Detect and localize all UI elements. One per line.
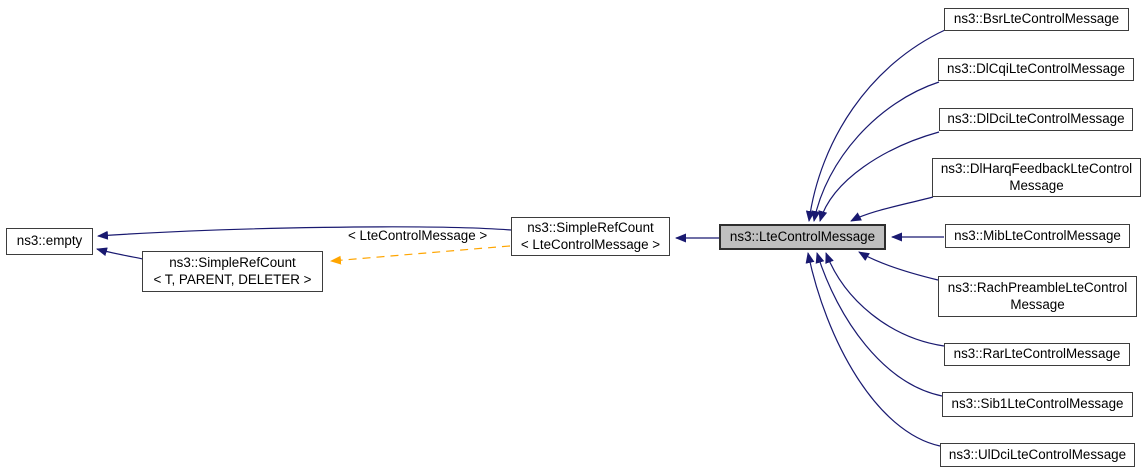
class-node-label-line1: ns3::SimpleRefCount <box>169 254 296 270</box>
class-node-label: ns3::Sib1LteControlMessage <box>951 396 1124 412</box>
class-node-ns3-simplerefcount-ltecontrolmessage[interactable]: ns3::SimpleRefCount < LteControlMessage … <box>511 217 670 256</box>
class-node-label: ns3::empty <box>16 233 83 249</box>
template-edge-label: < LteControlMessage > <box>348 228 488 243</box>
class-node-label-line1: ns3::SimpleRefCount <box>527 219 654 235</box>
edge-template-instantiation <box>330 245 511 265</box>
edge-simplerefcountgeneric-to-empty <box>96 247 144 260</box>
class-node-ns3-ltecontrolmessage-focus: ns3::LteControlMessage <box>719 224 886 250</box>
edge-sib1-to-ltecontrolmessage <box>815 252 943 397</box>
class-node-label-line2: < LteControlMessage > <box>520 236 661 252</box>
class-node-ns3-uldciltecontrolmessage[interactable]: ns3::UlDciLteControlMessage <box>940 443 1135 467</box>
edge-rach-to-ltecontrolmessage <box>858 251 939 281</box>
edge-bsr-to-ltecontrolmessage <box>805 29 946 222</box>
edge-dlcqi-to-ltecontrolmessage <box>811 81 940 222</box>
class-node-label: ns3::RarLteControlMessage <box>953 346 1121 362</box>
class-node-ns3-rarltecontrolmessage[interactable]: ns3::RarLteControlMessage <box>944 343 1130 366</box>
class-node-ns3-mibltecontrolmessage[interactable]: ns3::MibLteControlMessage <box>945 224 1130 248</box>
class-node-label-line2: < T, PARENT, DELETER > <box>153 271 312 287</box>
class-node-label-line1: ns3::DlHarqFeedbackLteControl <box>940 160 1133 176</box>
class-node-ns3-sib1ltecontrolmessage[interactable]: ns3::Sib1LteControlMessage <box>942 392 1133 417</box>
edge-dldci-to-ltecontrolmessage <box>818 131 940 222</box>
class-node-label: ns3::DlCqiLteControlMessage <box>947 61 1125 77</box>
class-node-label-line2: Message <box>1010 296 1065 312</box>
class-node-ns3-dlcqiltecontrolmessage[interactable]: ns3::DlCqiLteControlMessage <box>938 58 1134 81</box>
edge-rar-to-ltecontrolmessage <box>825 252 945 347</box>
class-node-label-line2: Message <box>1009 177 1064 193</box>
class-node-ns3-bsrltecontrolmessage[interactable]: ns3::BsrLteControlMessage <box>944 8 1129 31</box>
class-node-label-line1: ns3::RachPreambleLteControl <box>947 279 1128 295</box>
class-node-ns3-dldciltecontrolmessage[interactable]: ns3::DlDciLteControlMessage <box>939 108 1133 131</box>
edge-uldci-to-ltecontrolmessage <box>805 252 941 447</box>
class-node-label: ns3::MibLteControlMessage <box>954 227 1121 243</box>
class-node-label: ns3::LteControlMessage <box>729 228 876 244</box>
class-node-ns3-empty[interactable]: ns3::empty <box>6 228 93 255</box>
class-node-ns3-simplerefcount-generic[interactable]: ns3::SimpleRefCount < T, PARENT, DELETER… <box>142 251 323 292</box>
edge-dlharq-to-ltecontrolmessage <box>850 196 934 222</box>
class-node-label: ns3::UlDciLteControlMessage <box>948 446 1127 462</box>
edge-simplerefcountlte-to-empty <box>97 226 512 240</box>
class-node-label: ns3::DlDciLteControlMessage <box>947 111 1125 127</box>
class-node-ns3-rachpreambleltecontrolmessage[interactable]: ns3::RachPreambleLteControl Message <box>938 276 1137 317</box>
class-node-ns3-dlharqfeedbackltecontrolmessage[interactable]: ns3::DlHarqFeedbackLteControl Message <box>932 158 1141 197</box>
class-node-label: ns3::BsrLteControlMessage <box>953 11 1120 27</box>
